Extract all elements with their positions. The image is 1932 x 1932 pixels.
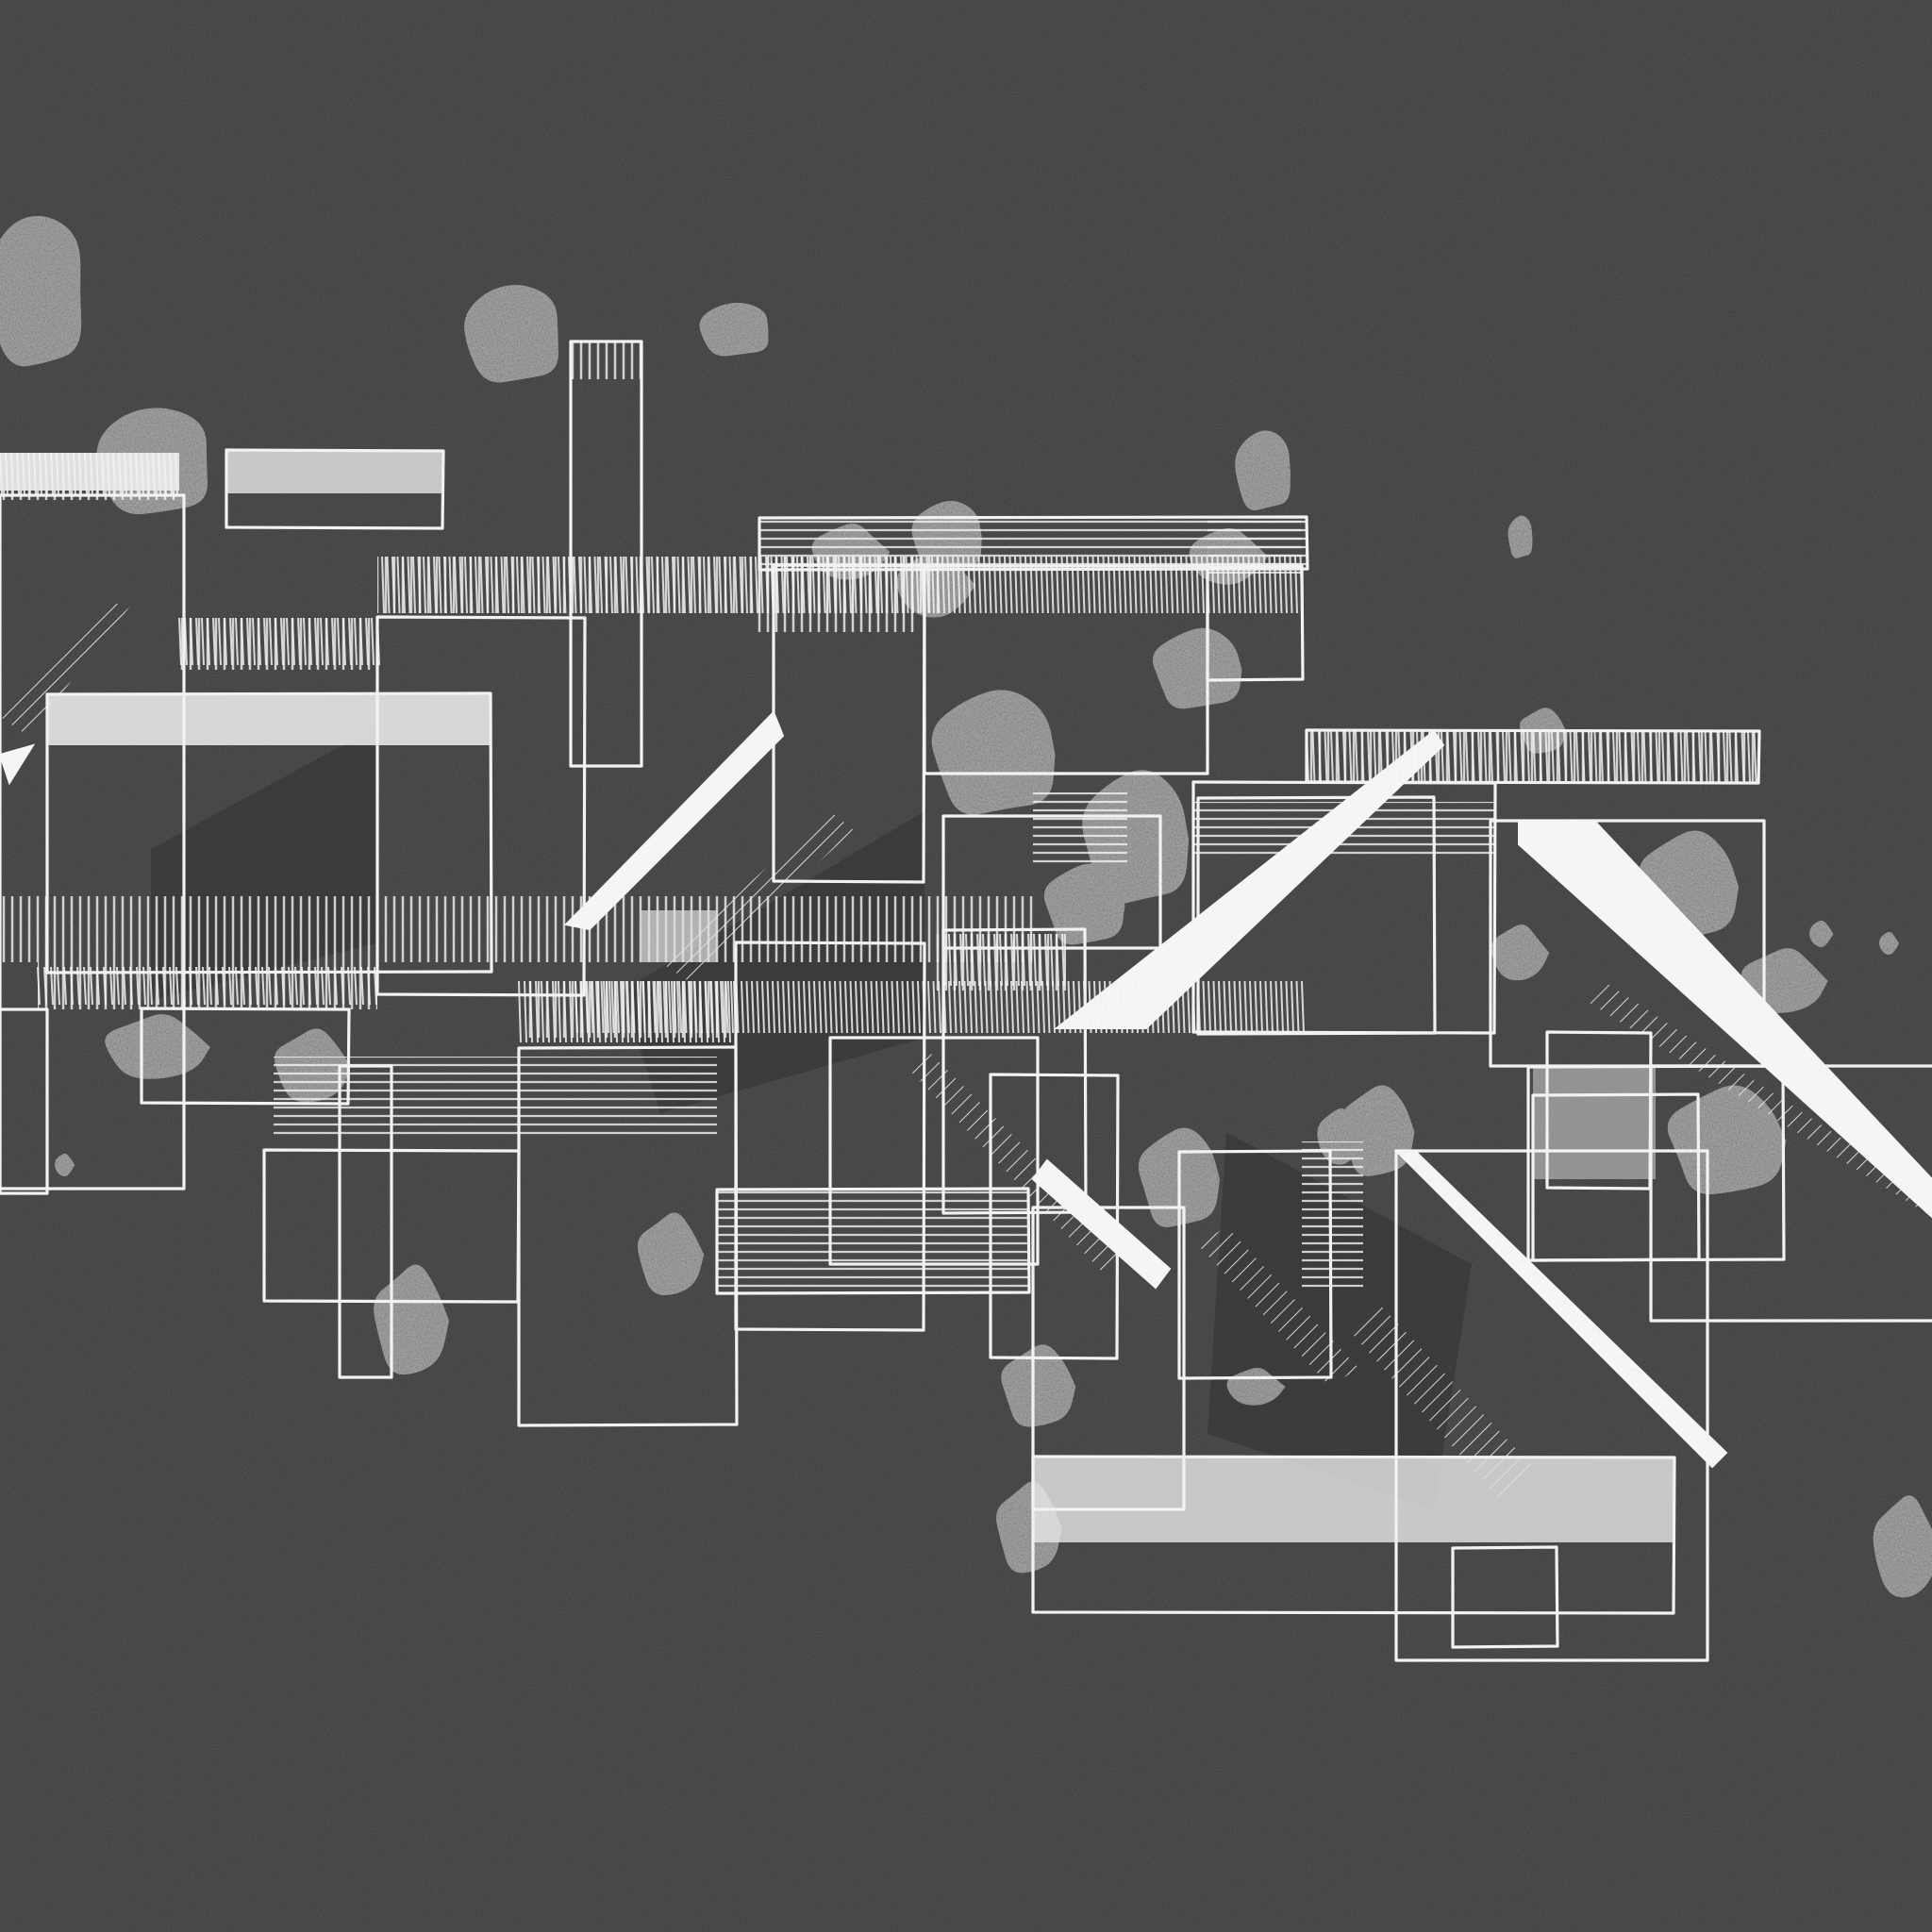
outline-frame [569,340,643,768]
blob-shape [1809,921,1834,947]
outline-frame [1031,1455,1676,1615]
hatched-beam [717,1189,1028,1292]
hatched-diagonal [1198,1226,1358,1387]
frame-layer [0,340,1932,1662]
outline-frame [1649,1064,1932,1323]
outline-frame [758,515,1309,572]
blob-shape [55,1154,75,1176]
blob-shape [1491,924,1550,981]
tick-row [0,452,178,496]
hatched-beam [0,896,1038,962]
white-band [226,451,443,493]
outline-frame [140,1007,351,1106]
outline-frame [1451,1545,1559,1649]
blob-layer [0,215,1932,1598]
blob-shape [1507,515,1533,558]
outline-frame [0,1008,49,1195]
outline-frame [1177,1149,1333,1380]
blob-shape [1153,627,1242,709]
blob-shape [1873,1495,1932,1598]
diagonal-beam [0,743,36,786]
outline-frame [772,563,926,884]
diagonal-beam-layer [0,452,1932,1469]
blob-shape [1001,1344,1076,1427]
outline-frame [338,1064,393,1379]
white-band [1533,1066,1656,1179]
tick-row [37,966,377,1006]
blob-shape [464,285,558,383]
diagonal-beam [1518,820,1932,1219]
outline-frame [1526,1064,1786,1262]
hatched-beam [571,341,641,379]
blob-shape [637,1212,705,1295]
outline-frame [1031,1206,1186,1511]
blob-shape [931,690,1056,815]
tick-row [178,617,380,666]
blob-shape [0,215,82,367]
arc-tick-row [1400,1149,1714,1444]
white-band [641,910,717,962]
outline-frame [0,493,186,1191]
outline-frame [375,615,587,997]
hatched-diagonal [0,604,132,736]
tick-row [381,556,1304,614]
white-band [1033,1457,1674,1542]
outline-frame [1305,728,1761,785]
hatched-beam [38,962,377,1009]
outline-frame [734,941,926,1332]
outline-frame [225,448,445,530]
outline-frame [45,691,493,974]
tick-row [518,980,737,1043]
blob-shape [1879,932,1900,955]
tick-row [942,933,1065,987]
white-band [47,693,491,745]
outline-frame [262,1148,521,1304]
outline-frame [1531,1092,1701,1262]
hatched-beam [1033,792,1127,868]
hatched-beam [1302,1141,1363,1292]
blob-shape [1043,863,1125,945]
outline-frame [1394,1149,1709,1662]
blob-shape [1235,430,1291,510]
diagonal-beam [1031,1158,1172,1290]
tick-row [1306,730,1757,784]
blob-shape [699,303,769,357]
diagonal-beam [563,710,785,931]
hatched-diagonal [1585,981,1932,1217]
